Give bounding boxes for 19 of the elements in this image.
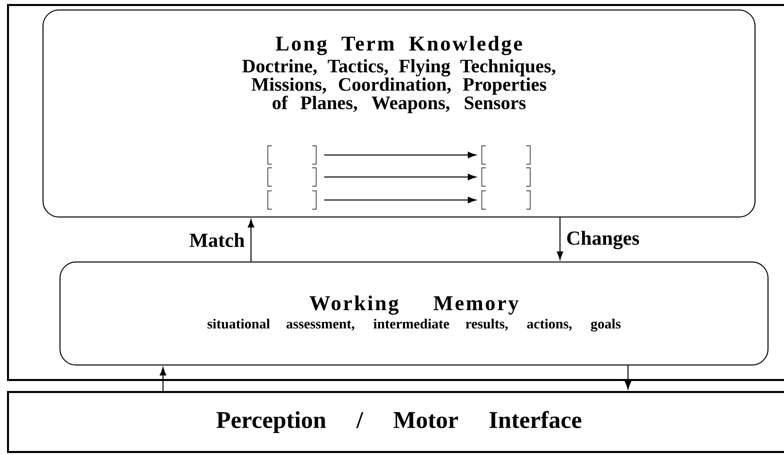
bracket-pair [482, 190, 530, 210]
arrow [324, 174, 476, 180]
bracket-pair [268, 168, 316, 186]
bracket-pair [268, 146, 316, 164]
bracket-pair [482, 146, 530, 164]
rounded-box: Long Term Knowledge Doctrine, Tactics, Flying Techniques, Missions, Coordination, Properties of Planes, Weapons, Sensors [42, 10, 756, 218]
arrow [324, 196, 476, 204]
rounded-box: Working Memory situational assessment, intermediate results, actions, goals [60, 262, 768, 366]
arrow [160, 367, 166, 392]
bracket-pair [482, 168, 530, 186]
frame-box [7, 4, 784, 381]
arrow [324, 152, 476, 158]
arrow [556, 217, 564, 260]
arrow [624, 365, 632, 390]
bracket-pair [268, 190, 316, 210]
edge-label: Changes [567, 230, 640, 250]
interface-box: Perception / Motor Interface [7, 391, 784, 453]
edge-label: Match [190, 232, 244, 248]
arrow [248, 219, 254, 262]
